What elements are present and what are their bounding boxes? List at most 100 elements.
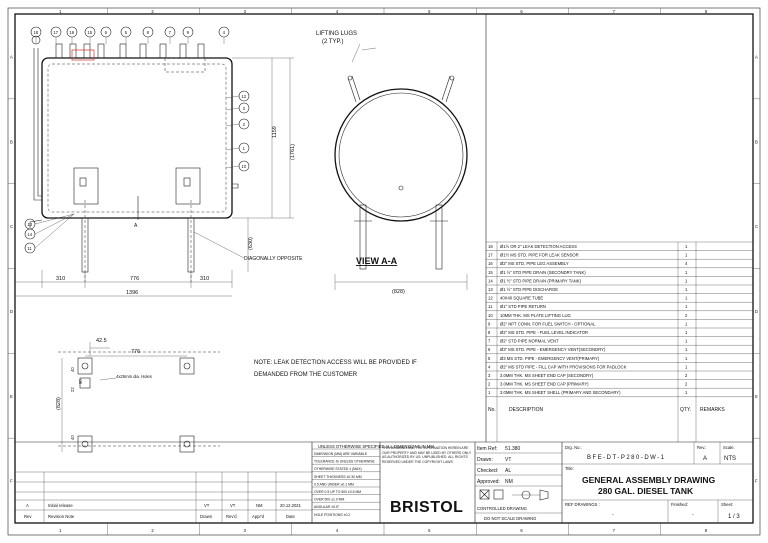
front-elevation-view: A 310 776 310 1396 1159 (1761) (630) DIA	[14, 26, 303, 297]
part-description: 40X40 SQUARE TUBE	[500, 296, 543, 301]
diagonally-opposite-label: DIAGONALLY OPPOSITE	[244, 256, 303, 262]
part-no: 10	[488, 313, 493, 318]
part-qty: 1	[685, 296, 688, 301]
tolerance-line: SHEET THICKNESS ±0.30 MM	[314, 475, 362, 479]
part-no: 9	[488, 321, 491, 326]
title-block: A Initial release VT VT NM 20.12.2021 Re…	[15, 441, 753, 523]
end-view-inner-circle	[338, 92, 464, 218]
part-description: Ø2" MS STD. PIPE - FUEL LEVEL INDICATOR	[500, 330, 588, 335]
controlled-drawing-icon	[479, 489, 490, 500]
dim-40-bottom: 40	[70, 435, 75, 440]
approved-value: NM	[505, 479, 513, 485]
border-col-8-top: 8	[705, 9, 708, 14]
part-qty: 1	[685, 287, 688, 292]
balloon-label: 2	[243, 122, 246, 127]
part-no: 12	[488, 296, 493, 301]
part-no: 7	[488, 339, 491, 344]
part-no: 18	[488, 244, 493, 249]
part-no: 15	[488, 270, 493, 275]
rev-header-apprd: Appr'd	[252, 514, 265, 519]
title-line-2: 280 GAL. DIESEL TANK	[598, 486, 694, 496]
tolerance-line: OTHERWISE STATED ± (MAX)	[314, 467, 362, 471]
border-col-3-bottom: 3	[244, 528, 247, 533]
dim-828-plan: (828)	[56, 397, 62, 410]
rev-drawn: VT	[204, 503, 210, 508]
border-col-6-bottom: 6	[520, 528, 523, 533]
ref-drawings-label: REF DRAWINGS :	[565, 502, 600, 507]
part-description: Ø1½ OR 2" LEAK DETECTION ACCESS	[500, 244, 577, 249]
border-col-4-bottom: 4	[336, 528, 339, 533]
rev-header-note: Revision Note	[48, 514, 75, 519]
balloon-label: 12	[241, 94, 246, 99]
dim-776-plan: 776	[131, 349, 140, 355]
border-row-D-right: D	[755, 309, 758, 314]
border-col-2-bottom: 2	[151, 528, 154, 533]
balloon-label: 7	[169, 30, 172, 35]
rev-value: A	[26, 503, 29, 508]
dim-40-top: 40	[70, 367, 75, 372]
border-col-4-top: 4	[336, 9, 339, 14]
rev-revd: VT	[230, 503, 236, 508]
part-description: Ø1 ½" STD PIPE DISCHARGE	[500, 287, 558, 292]
drg-no: BFE-DT-P280-DW-1	[587, 455, 666, 461]
lifting-lugs-label: LIFTING LUGS	[316, 31, 357, 37]
tank-outer-shell	[41, 57, 233, 219]
parts-header-qty: QTY.	[680, 407, 691, 413]
part-no: 17	[488, 253, 493, 258]
border-col-5-bottom: 5	[428, 528, 431, 533]
dim-828-end: (828)	[392, 289, 405, 295]
approval-block: Item Ref: 51.380 Drawn: VT Checked: AL A…	[475, 446, 562, 521]
parts-header-description: DESCRIPTION	[509, 407, 544, 413]
revision-table: A Initial release VT VT NM 20.12.2021 Re…	[15, 471, 312, 523]
controlled-drawing-label: CONTROLLED DRAWING	[477, 506, 527, 511]
tolerance-line: DIMENSION (MM) ARE VARIABLE	[314, 452, 368, 456]
title-line-1: GENERAL ASSEMBLY DRAWING	[582, 475, 716, 485]
tolerance-line: OVER 500 ±1.0 MM	[314, 498, 344, 502]
part-qty: 1	[685, 390, 688, 395]
part-no: 4	[488, 364, 491, 369]
balloon-label: 15	[87, 30, 92, 35]
projection-symbol-icon	[521, 490, 531, 500]
base-plan-view: 42.5 776 (828) 40 22 90 40 4x25mm dia. H…	[56, 338, 220, 453]
part-qty: 1	[685, 339, 688, 344]
part-no: 2	[488, 382, 491, 387]
part-no: 16	[488, 261, 493, 266]
rev-header-date: Date	[286, 514, 296, 519]
balloon-label: 14	[27, 232, 32, 237]
balloon-label: 1	[243, 146, 246, 151]
general-notes: UNLESS OTHERWISE SPECIFIED ALL DIMENSION…	[318, 444, 434, 449]
dim-776: 776	[130, 276, 139, 282]
dim-22: 22	[70, 387, 75, 392]
part-no: 14	[488, 278, 493, 283]
holes-label: 4x25mm dia. Holes	[116, 374, 152, 379]
border-row-C-right: C	[755, 224, 758, 229]
balloon-label: 11	[27, 246, 32, 251]
border-row-B-right: B	[755, 139, 758, 144]
checked-label: Checked:	[477, 468, 498, 474]
end-view-outer-circle	[334, 88, 468, 222]
part-no: 3	[488, 373, 491, 378]
rev-apprd: NM	[256, 503, 263, 508]
approved-label: Approved:	[477, 479, 500, 485]
parts-header-no: No.	[488, 407, 496, 413]
border-row-A-right: A	[755, 54, 758, 59]
border-row-C-left: C	[10, 224, 13, 229]
part-qty: 1	[685, 330, 688, 335]
border-col-5-top: 5	[428, 9, 431, 14]
balloon-label: 9	[187, 30, 190, 35]
border-col-1-bottom: 1	[59, 528, 62, 533]
part-description: Ø3" MS STD. PIPE - EMERGENCY VENT(SECOND…	[500, 347, 606, 352]
balloon-label: 5	[125, 30, 128, 35]
balloon-label: 6	[105, 30, 108, 35]
balloon-label: 10	[241, 164, 246, 169]
part-description: Ø3 MS STD. PIPE - EMERGENCY VENT(PRIMARY…	[500, 356, 600, 361]
item-ref-value: 51.380	[505, 446, 521, 452]
balloon-label: 3	[243, 106, 246, 111]
vent-pipe-left	[33, 48, 42, 201]
part-description: 10MM THK. MS PLATE LIFTING LUG	[500, 313, 571, 318]
rev-label: Rev.:	[697, 445, 706, 450]
